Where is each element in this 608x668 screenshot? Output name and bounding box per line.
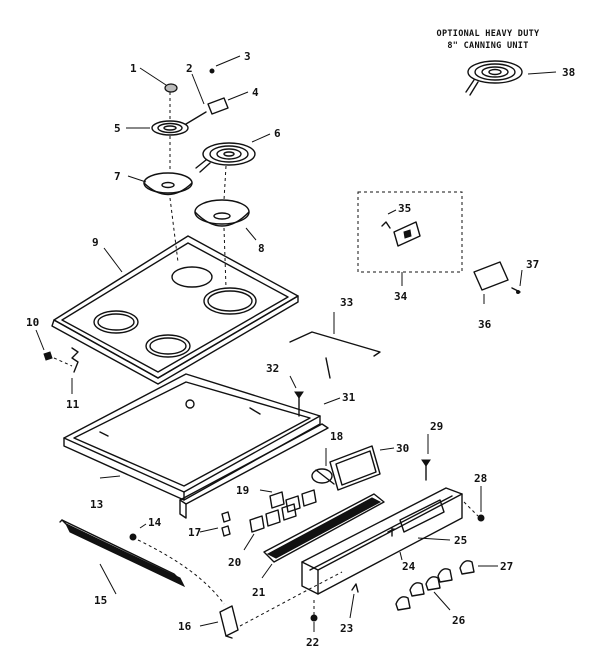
label-11: 11 (66, 398, 80, 411)
wire-part-33 (289, 331, 381, 379)
label-17: 17 (188, 526, 201, 539)
screw-part-23 (351, 583, 359, 593)
label-13: 13 (90, 498, 103, 511)
label-36: 36 (478, 318, 492, 331)
label-8: 8 (258, 242, 265, 255)
label-16: 16 (178, 620, 192, 633)
label-7: 7 (114, 170, 121, 183)
label-3: 3 (244, 50, 251, 63)
label-33: 33 (340, 296, 353, 309)
label-9: 9 (92, 236, 99, 249)
note-line-2: 8" CANNING UNIT (447, 41, 528, 51)
end-cap-part-28 (477, 514, 485, 522)
label-23: 23 (340, 622, 353, 635)
label-19: 19 (236, 484, 249, 497)
label-6: 6 (274, 127, 281, 140)
label-4: 4 (252, 86, 259, 99)
switch-row-part-20 (249, 503, 297, 533)
control-knobs-part-26 (395, 568, 453, 611)
switch-kit-box (357, 191, 463, 273)
drip-bowl-small (143, 172, 193, 196)
surface-element-large (195, 142, 256, 173)
trim-strip (179, 423, 329, 519)
screw-part-32 (294, 391, 304, 417)
panel-bar-part-21 (263, 493, 385, 563)
label-35: 35 (398, 202, 411, 215)
front-trim-part-15 (59, 519, 186, 588)
indicator-window-part-30 (329, 445, 381, 491)
screw-part-22 (310, 614, 318, 622)
label-34: 34 (394, 290, 408, 303)
label-15: 15 (94, 594, 107, 607)
lamp-socket-part-18 (311, 468, 335, 485)
signal-switch-part-35 (381, 221, 421, 247)
label-30: 30 (396, 442, 409, 455)
label-1: 1 (130, 62, 137, 75)
label-10: 10 (26, 316, 39, 329)
knob-part-1 (164, 83, 178, 93)
screw-part-29 (421, 459, 431, 481)
label-14: 14 (148, 516, 162, 529)
control-knob-part-27 (459, 560, 475, 575)
note-line-1: OPTIONAL HEAVY DUTY (437, 29, 541, 39)
drip-bowl-large (194, 199, 250, 227)
cooktop-main-top (51, 235, 299, 385)
label-28: 28 (474, 472, 487, 485)
label-2: 2 (186, 62, 193, 75)
canning-element (465, 60, 523, 96)
infinite-switches-part-19 (269, 489, 317, 513)
label-27: 27 (500, 560, 513, 573)
surface-element-small (151, 111, 207, 136)
burner-box-tray (63, 373, 321, 501)
control-panel-part-24 (301, 487, 463, 595)
label-31: 31 (342, 391, 356, 404)
bracket-part-16 (219, 605, 239, 639)
label-37: 37 (526, 258, 539, 271)
label-21: 21 (252, 586, 266, 599)
label-20: 20 (228, 556, 241, 569)
terminal-block-part-4 (207, 97, 229, 115)
label-24: 24 (402, 560, 416, 573)
label-25: 25 (454, 534, 467, 547)
label-38: 38 (562, 66, 575, 79)
label-29: 29 (430, 420, 443, 433)
label-26: 26 (452, 614, 466, 627)
label-32: 32 (266, 362, 279, 375)
clip-part-17 (221, 511, 231, 537)
plate-part-36 (473, 261, 509, 291)
screw-part-14 (129, 533, 137, 541)
label-22: 22 (306, 636, 319, 649)
label-5: 5 (114, 122, 121, 135)
label-18: 18 (330, 430, 343, 443)
